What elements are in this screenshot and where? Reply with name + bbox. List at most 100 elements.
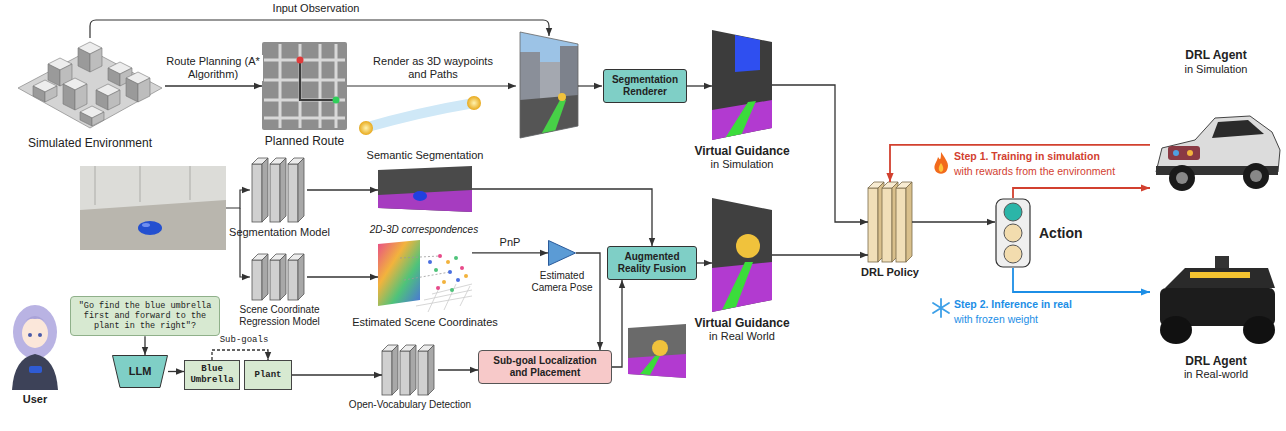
city-render	[63, 84, 75, 110]
city-render	[18, 42, 162, 128]
policy-network	[882, 188, 892, 262]
network-icon	[400, 351, 410, 395]
observation-image	[520, 30, 580, 140]
llm-block: LLM	[112, 355, 168, 388]
note-label: Input Observation	[271, 2, 362, 15]
action-light: Action	[995, 198, 1031, 268]
real-photo	[80, 166, 226, 250]
city-render	[126, 78, 138, 102]
guidance-image	[712, 100, 772, 142]
network-icon	[418, 351, 428, 395]
caption-text: in Real-world	[1184, 368, 1248, 381]
car-simulated	[1168, 146, 1200, 160]
guidance-image	[735, 35, 760, 72]
network-icon	[382, 351, 392, 395]
network-icon: Segmentation Model	[252, 158, 307, 222]
guidance-image	[712, 198, 772, 314]
light-lamp	[1004, 203, 1022, 221]
network-icon: Scene Coordinate Regression Model	[252, 254, 307, 300]
waypoint-icon	[467, 96, 481, 110]
city-render	[75, 84, 87, 110]
scene-coordinates	[378, 240, 472, 312]
network-icon	[252, 254, 304, 300]
subgoal-box: Plant	[244, 360, 292, 390]
car-simulated	[1187, 150, 1193, 156]
connector-arrow	[576, 253, 600, 350]
guidance-image	[712, 262, 772, 314]
light-housing	[996, 199, 1030, 267]
renderer-box: Segmentation Renderer	[603, 69, 687, 103]
observation-image	[520, 30, 580, 140]
scene-coordinates	[450, 288, 454, 292]
network-icon	[428, 345, 434, 395]
edge-label: PnP	[498, 236, 523, 249]
camera-pose: Estimated Camera Pose	[548, 240, 576, 266]
observation-image	[520, 52, 540, 102]
route-map	[264, 44, 345, 128]
waypoint-icon	[364, 103, 474, 128]
instruction-box: "Go find the blue umbrella first and for…	[70, 296, 220, 337]
network-icon	[298, 254, 304, 300]
network-icon	[288, 260, 298, 300]
city-render	[108, 68, 120, 86]
policy-network	[868, 188, 878, 262]
flame-icon	[934, 152, 948, 174]
route-map	[333, 97, 340, 104]
box-label: LLM	[129, 365, 152, 378]
scene-coordinates	[436, 286, 440, 290]
caption-text: in Simulation	[1185, 63, 1248, 76]
subgoal-box: Blue Umbrella	[184, 360, 240, 390]
caption-text: Segmentation Model	[229, 226, 330, 239]
pose-triangle	[549, 241, 576, 266]
note-label: Step 2. Inference in real	[952, 298, 1074, 311]
connector-arrow	[1013, 188, 1150, 198]
user-figure	[38, 333, 42, 337]
scene-coordinates	[464, 274, 468, 278]
scene-coordinates	[434, 268, 438, 272]
user-figure	[22, 318, 48, 348]
guidance-image	[722, 262, 753, 310]
segmentation-image: Semantic Segmentation	[378, 166, 472, 212]
city-render	[108, 90, 120, 110]
segmentation-image	[378, 166, 472, 212]
user-figure	[12, 305, 58, 390]
user-figure	[13, 305, 57, 359]
caption-text: Virtual Guidance	[694, 144, 789, 158]
policy-network	[906, 182, 912, 262]
guidance-image: Virtual Guidancein Simulation	[712, 30, 772, 140]
guidance-image	[736, 234, 760, 258]
guidance-image	[712, 35, 772, 142]
city-render	[138, 78, 150, 102]
car-simulated	[1156, 116, 1280, 172]
route-map	[262, 42, 347, 130]
network-icon	[298, 158, 304, 222]
box-label: Segmentation Renderer	[610, 74, 680, 98]
network-icon: Open-Vocabulary Detection	[382, 345, 438, 395]
network-icon	[382, 345, 434, 395]
network-icon	[270, 164, 280, 222]
route-map	[297, 57, 304, 64]
caption-text: Estimated Camera Pose	[526, 270, 598, 294]
connector-arrow	[1013, 268, 1150, 292]
network-icon	[262, 254, 268, 300]
scene-coordinates	[438, 254, 442, 258]
connector-arrow	[687, 85, 712, 86]
scene-coordinates	[428, 260, 432, 264]
connector-group	[145, 85, 1150, 375]
connector-arrow	[472, 252, 548, 253]
car-simulated	[1169, 165, 1195, 191]
real-photo	[80, 166, 226, 250]
network-icon	[280, 254, 286, 300]
box-label: Blue Umbrella	[189, 364, 235, 386]
real-photo	[95, 166, 190, 205]
guidance-image	[712, 30, 772, 142]
policy-network: DRL Policy	[868, 182, 912, 262]
network-icon	[252, 158, 304, 222]
flame-icon	[934, 152, 948, 174]
caption-text: Simulated Environment	[28, 136, 152, 150]
caption-text: Open-Vocabulary Detection	[349, 399, 471, 411]
scene-coordinates	[416, 284, 472, 312]
connector-arrow	[168, 371, 184, 372]
network-icon	[410, 345, 416, 395]
car-simulated	[1243, 163, 1269, 189]
